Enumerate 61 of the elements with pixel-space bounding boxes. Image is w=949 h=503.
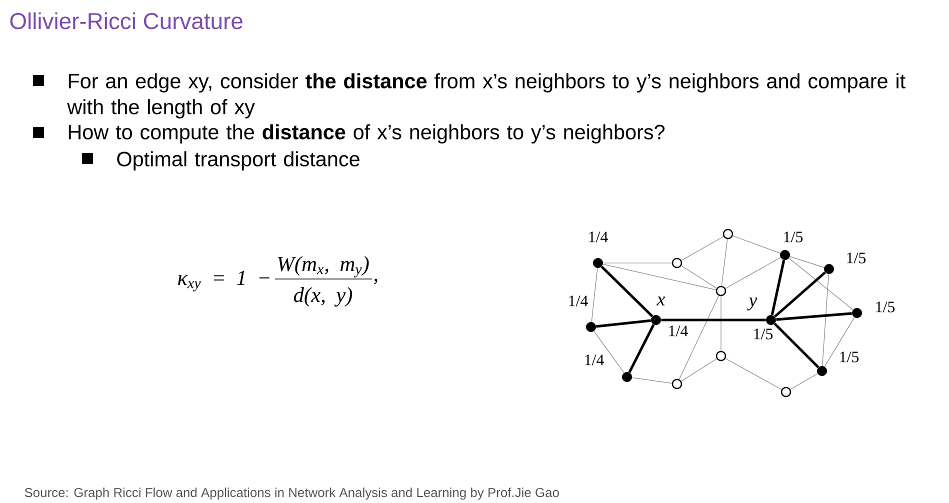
vertex-dot (651, 315, 661, 325)
graph-edge (661, 318, 766, 322)
graph-edge (591, 268, 598, 322)
graph-edge (602, 262, 672, 264)
weight-label: 1/5 (876, 302, 895, 312)
weight-label: 1/4 (589, 232, 608, 242)
vertex-dot (780, 250, 790, 260)
sub-bullet-text: Optimal transport distance (117, 151, 360, 170)
formula-text: , (374, 278, 378, 284)
graph-edge (721, 238, 728, 286)
vertex-dot (586, 322, 596, 332)
graph-edge (824, 317, 855, 367)
bullet-text: How to compute the distance of x’s neighbors to y’s neighbors? (68, 124, 665, 144)
vertex-dot (817, 366, 827, 376)
vertex-dot (766, 315, 776, 325)
graph-edge (681, 358, 717, 382)
graph-edge (594, 330, 624, 374)
graph-edge (774, 271, 826, 318)
graph-edge (776, 312, 852, 321)
vertex-circle (672, 258, 682, 268)
vertex-dot (852, 308, 862, 318)
weight-label: 1/4 (585, 354, 604, 366)
graph-edge (678, 295, 720, 380)
vertex-circle (722, 228, 734, 240)
graph-edge (770, 260, 786, 316)
graph-edge (681, 236, 724, 261)
graph-edge (632, 377, 672, 384)
graph-edge (790, 373, 818, 390)
vertex-dot (622, 372, 632, 382)
graph-edge (788, 258, 854, 310)
graph-edge (732, 235, 780, 254)
source-note: Source: Graph Ricci Flow and Applications in Network Analysis and Learning by Prof.Jie Gao (24, 488, 559, 500)
vertex-circle (716, 286, 726, 296)
weight-label: 1/5 (840, 352, 859, 362)
vertex-circle (672, 378, 682, 390)
graph-edge (790, 256, 824, 268)
graph-edge (774, 322, 820, 368)
weight-label: 1/4 (569, 296, 588, 306)
title: Ollivier-Ricci Curvature (10, 12, 242, 30)
graph-edge (720, 296, 722, 352)
vertex-dot (593, 258, 603, 268)
graph-edge (602, 264, 716, 290)
vertex-circle (780, 386, 792, 398)
weight-label: 1/5 (784, 232, 803, 242)
formula-denominator: d(x, y) (294, 287, 352, 307)
vertex-label: x (656, 296, 666, 306)
weight-label: 1/4 (669, 326, 688, 336)
weight-label: 1/5 (754, 328, 773, 340)
graph-edge (596, 319, 651, 328)
vertex-dot (824, 264, 834, 274)
graph-edge (822, 274, 829, 366)
weight-label: 1/5 (847, 252, 866, 264)
graph-edge (681, 265, 717, 289)
formula-text: κ$_{xy}$ = 1 − (178, 270, 270, 292)
graph-edge (600, 266, 654, 318)
graph-edge (725, 358, 782, 390)
graph-edge (628, 324, 655, 373)
vertex-circle (716, 350, 726, 362)
graph-edge (725, 257, 781, 289)
vertex-label: y (747, 298, 758, 310)
formula-numerator: W(m$_{x}$, m$_{y}$) (278, 256, 369, 278)
